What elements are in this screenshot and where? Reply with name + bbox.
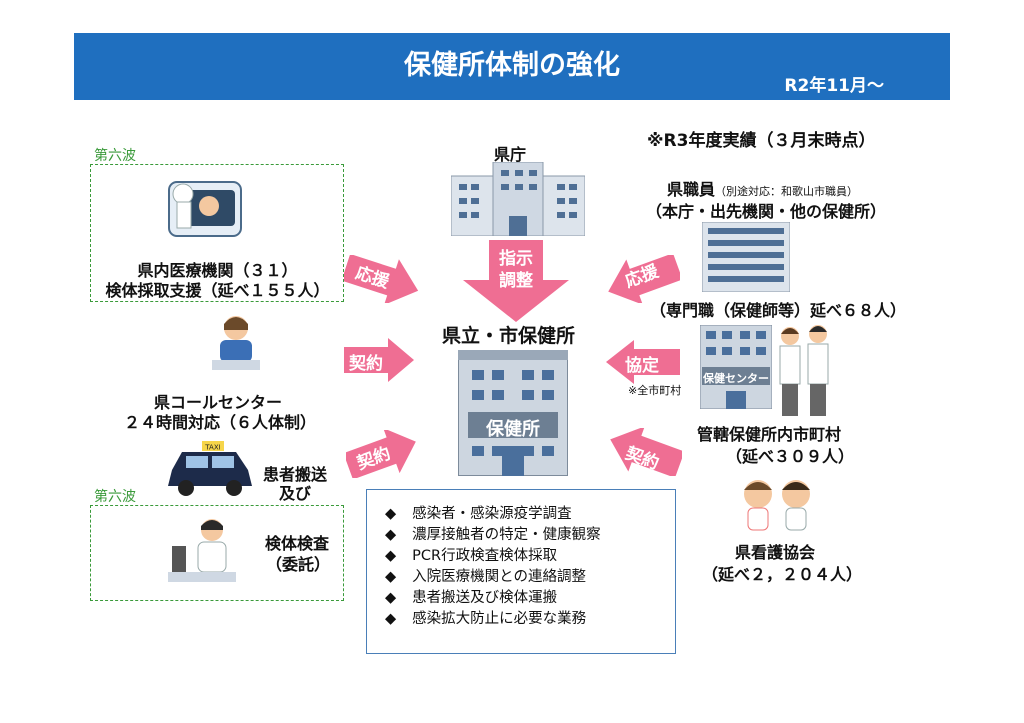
- task-item: ◆患者搬送及び検体運搬: [385, 590, 558, 606]
- support-arrow-left: [344, 255, 419, 303]
- lab-test-label: 検体検査: [265, 534, 330, 553]
- swab-test-illustration-icon: [168, 181, 242, 237]
- taxi-icon: TAXI: [168, 441, 252, 496]
- call-center-detail: ２４時間対応（６人体制）: [123, 413, 316, 432]
- results-note: ※R3年度実績（３月末時点）: [647, 131, 876, 151]
- task-item: ◆感染者・感染源疫学調査: [385, 506, 572, 522]
- health-center-sign-small: 保健センター: [703, 372, 769, 385]
- transport-and-label: 及び: [278, 484, 311, 503]
- all-municipalities-note: ※全市町村: [628, 384, 682, 397]
- medical-support-count: 検体採取支援（延べ１５５人）: [105, 281, 330, 300]
- page-title: 保健所体制の強化: [404, 50, 620, 81]
- contract-arrow-right: [610, 428, 682, 476]
- support-arrow-right: [608, 255, 680, 303]
- municipalities-count: （延べ３０９人）: [726, 447, 855, 466]
- contract-arrow-left-1: [344, 338, 414, 382]
- title-banner: 保健所体制の強化 R2年11月～: [74, 33, 950, 100]
- staff-count: （専門職（保健師等）延べ６８人）: [650, 301, 907, 320]
- call-center-operator-icon: [212, 316, 260, 370]
- agreement-label: 協定: [625, 356, 659, 376]
- prefectural-office-label: 県庁: [493, 145, 526, 164]
- contract-label-left-1: 契約: [349, 354, 383, 374]
- instruction-label: 指示: [499, 249, 533, 269]
- lab-test-box: [90, 505, 344, 601]
- taxi-sign: TAXI: [204, 444, 220, 452]
- agreement-arrow: [606, 340, 680, 384]
- call-center-label: 県コールセンター: [153, 393, 282, 412]
- lab-technician-icon: [168, 519, 236, 582]
- nursing-association-count: （延べ２，２０４人）: [702, 565, 863, 584]
- tasks-box: ◆感染者・感染源疫学調査 ◆濃厚接触者の特定・健康観察 ◆PCR行政検査検体採取…: [366, 489, 676, 654]
- task-item: ◆濃厚接触者の特定・健康観察: [385, 527, 601, 543]
- task-item: ◆感染拡大防止に必要な業務: [385, 611, 587, 627]
- municipalities-label: 管轄保健所内市町村: [697, 425, 842, 444]
- nursing-association-label: 県看護協会: [735, 543, 816, 562]
- office-building-icon: [702, 222, 790, 292]
- municipal-staff-icon: [779, 325, 829, 416]
- lab-test-detail: （委託）: [266, 555, 331, 574]
- wave-label-2: 第六波: [94, 489, 136, 505]
- health-center-sign: 保健所: [486, 419, 540, 440]
- medical-support-box: [90, 164, 344, 302]
- transport-label: 患者搬送: [263, 465, 328, 484]
- nurses-icon: [744, 480, 810, 531]
- municipal-health-center-icon: [700, 325, 772, 409]
- wave-label: 第六波: [94, 148, 136, 164]
- date-label: R2年11月～: [784, 76, 884, 96]
- health-center-title: 県立・市保健所: [442, 325, 576, 347]
- staff-detail: （本庁・出先機関・他の保健所）: [646, 202, 887, 221]
- instruction-arrow: [463, 240, 569, 322]
- staff-title: 県職員（別途対応：和歌山市職員）: [667, 180, 859, 199]
- coordination-label: 調整: [499, 271, 533, 291]
- staff-note: （別途対応：和歌山市職員）: [715, 185, 859, 198]
- contract-arrow-left-2: [346, 430, 416, 478]
- prefectural-office-building-icon: [451, 162, 585, 236]
- task-item: ◆PCR行政検査検体採取: [385, 548, 558, 564]
- health-center-building-icon: [458, 350, 568, 476]
- task-item: ◆入院医療機関との連絡調整: [385, 569, 587, 585]
- medical-institutions-label: 県内医療機関（３１）: [137, 261, 298, 280]
